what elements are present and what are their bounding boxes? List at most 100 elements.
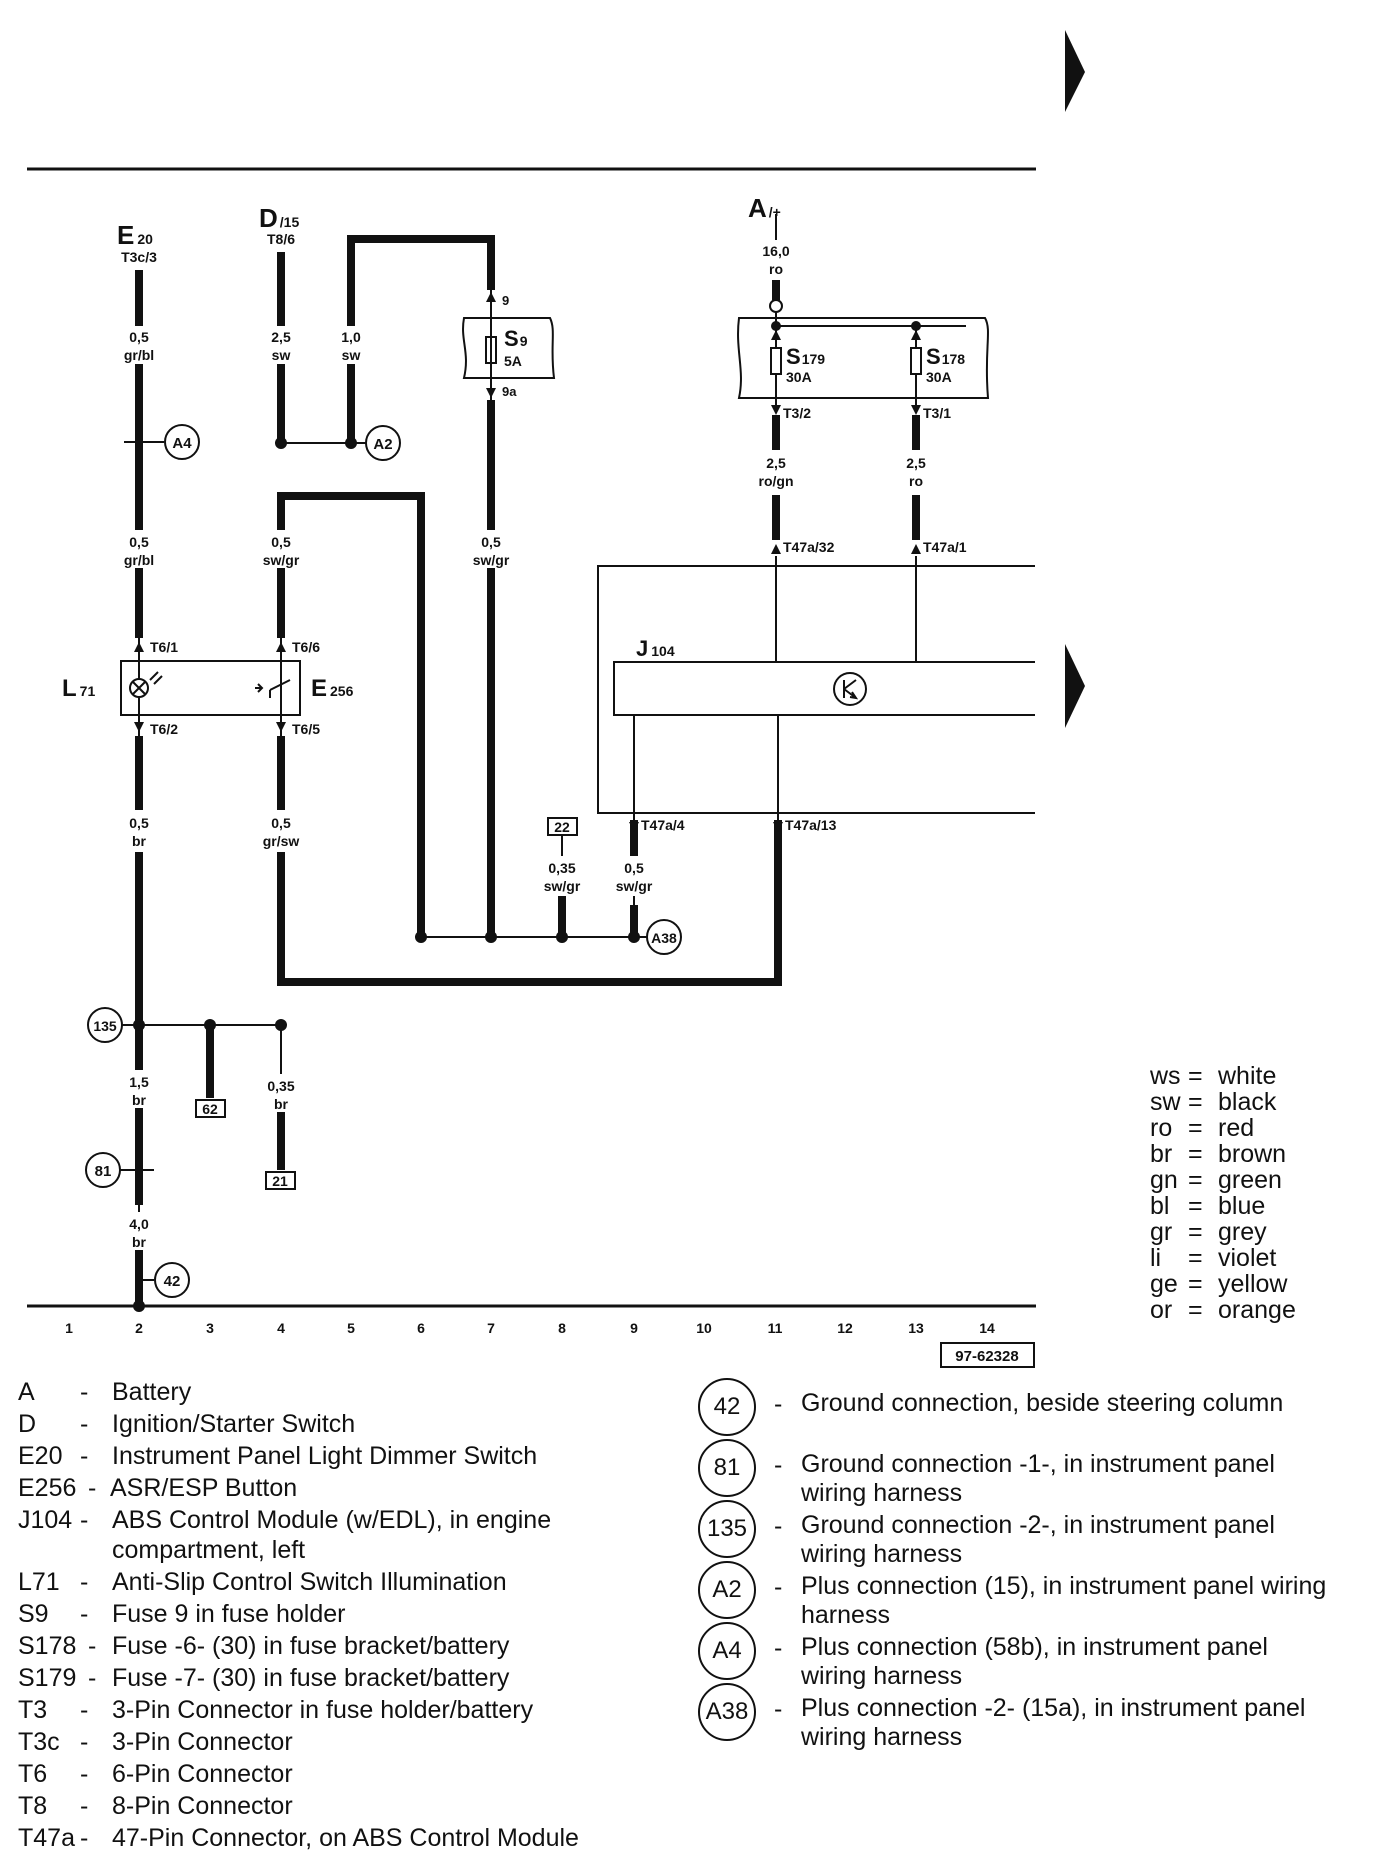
desc-line: Ground connection, beside steering colum…: [801, 1389, 1284, 1417]
d-label: D/15: [259, 203, 299, 233]
track-12: 12: [837, 1320, 853, 1336]
node-a2-left: [275, 437, 287, 449]
component-legend: A-Battery D-Ignition/Starter Switch E20-…: [18, 1376, 698, 1856]
ground-legend-desc: Plus connection -2- (15a), in instrument…: [801, 1694, 1341, 1752]
desc-line-2: wiring harness: [801, 1662, 963, 1690]
w3-size: 1,0: [341, 329, 361, 345]
connection-a38-icon: [646, 919, 682, 955]
s178-up-arrow-icon: [911, 330, 921, 340]
pin-t3-1: T3/1: [923, 405, 951, 421]
color-code: sw: [1150, 1088, 1181, 1116]
legend-code: S9: [18, 1600, 49, 1628]
legend-dash: -: [88, 1632, 97, 1660]
color-code: ge: [1150, 1270, 1178, 1298]
legend-dash: -: [774, 1451, 783, 1479]
equals-sign: =: [1188, 1062, 1203, 1090]
s9-label: S9: [504, 326, 528, 351]
w10-color: br: [132, 833, 147, 849]
w5-bg: [118, 530, 160, 568]
ground-legend-desc: Plus connection (58b), in instrument pan…: [801, 1633, 1341, 1691]
ref-22-label: 22: [554, 819, 570, 835]
w15-color: br: [274, 1096, 289, 1112]
lamp-cross-2: [132, 681, 146, 695]
legend-desc: 6-Pin Connector: [112, 1760, 293, 1788]
pin-t47a-13: T47a/13: [785, 817, 837, 833]
wire-e256-ground-loop: [277, 736, 782, 986]
legend-dash: -: [88, 1474, 97, 1502]
w13-color: sw/gr: [616, 878, 653, 894]
legend-desc: compartment, left: [112, 1536, 306, 1564]
ground-135-icon: [87, 1007, 123, 1043]
connection-a2-icon: [365, 425, 401, 461]
s178-label: S178: [926, 344, 965, 369]
legend-dash: -: [774, 1573, 783, 1601]
ground-135-legend-icon: 135: [698, 1500, 756, 1558]
w6-size: 0,5: [271, 534, 291, 550]
legend-code: L71: [18, 1568, 60, 1596]
ground-135-label: 135: [93, 1018, 117, 1034]
w15-bg: [260, 1074, 302, 1112]
s178-fuse-icon: [910, 347, 922, 375]
j104-inner: [613, 661, 1037, 716]
color-name: blue: [1218, 1192, 1266, 1220]
legend-dash: -: [774, 1390, 783, 1418]
desc-line-2: wiring harness: [801, 1723, 963, 1751]
legend-code: T47a: [18, 1824, 75, 1852]
continue-arrow-icon[interactable]: [1065, 644, 1085, 728]
w2-color: sw: [272, 347, 291, 363]
t3-1-arrow-icon: [911, 405, 921, 415]
legend-code: T8: [18, 1792, 48, 1820]
legend-code: A: [18, 1378, 35, 1406]
s179-label: S179: [786, 344, 825, 369]
equals-sign: =: [1188, 1088, 1203, 1116]
color-code: ro: [1150, 1114, 1173, 1142]
w7-size: 0,5: [481, 534, 501, 550]
track-6: 6: [417, 1320, 425, 1336]
track-3: 3: [206, 1320, 214, 1336]
w9-color: ro: [909, 473, 923, 489]
pin-t6-6: T6/6: [292, 639, 320, 655]
legend-dash: -: [774, 1512, 783, 1540]
pin-9-arrow-icon: [486, 292, 496, 302]
legend-dash: -: [80, 1600, 89, 1628]
legend-dash: -: [80, 1378, 89, 1406]
s179-rating: 30A: [786, 369, 812, 385]
w16-bg: [120, 1212, 158, 1250]
ground-legend-row: 81 - Ground connection -1-, in instrumen…: [698, 1439, 1348, 1507]
t47a-13-arrow-icon: [773, 822, 783, 832]
w16-size: 4,0: [129, 1216, 149, 1232]
e20-pin: T3c/3: [121, 249, 157, 265]
track-10: 10: [696, 1320, 712, 1336]
w14-size: 1,5: [129, 1074, 149, 1090]
pin-t6-2: T6/2: [150, 721, 178, 737]
next-page-arrow-icon[interactable]: [1065, 30, 1085, 112]
legend-dash: -: [80, 1696, 89, 1724]
d-pin: T8/6: [267, 231, 295, 247]
a-label: A/+: [748, 193, 781, 223]
w10-bg: [120, 810, 158, 852]
ground-legend-desc: Ground connection, beside steering colum…: [801, 1389, 1341, 1418]
legend-desc: ABS Control Module (w/EDL), in engine: [112, 1506, 552, 1534]
legend-code: D: [18, 1410, 37, 1438]
w14-color: br: [132, 1092, 147, 1108]
w3-color: sw: [342, 347, 361, 363]
node-bus-7: [485, 931, 497, 943]
ground-42-label: 42: [164, 1273, 181, 1290]
w3-bg: [332, 326, 372, 364]
legend-desc: Battery: [112, 1378, 192, 1406]
equals-sign: =: [1188, 1270, 1203, 1298]
color-name: red: [1218, 1114, 1255, 1142]
color-code: gn: [1150, 1166, 1178, 1194]
t6-1-arrow-icon: [134, 642, 144, 652]
legend-desc: Fuse -6- (30) in fuse bracket/battery: [112, 1632, 510, 1660]
w6-bg: [254, 530, 308, 568]
track-4: 4: [277, 1320, 285, 1336]
t6-2-arrow-icon: [134, 722, 144, 732]
legend-dash: -: [80, 1760, 89, 1788]
color-code: br: [1150, 1140, 1173, 1168]
legend-code: J104: [18, 1506, 73, 1534]
t47a-1-arrow-icon: [911, 544, 921, 554]
w12-size: 0,35: [548, 860, 575, 876]
figure-id: 97-62328: [955, 1348, 1018, 1365]
